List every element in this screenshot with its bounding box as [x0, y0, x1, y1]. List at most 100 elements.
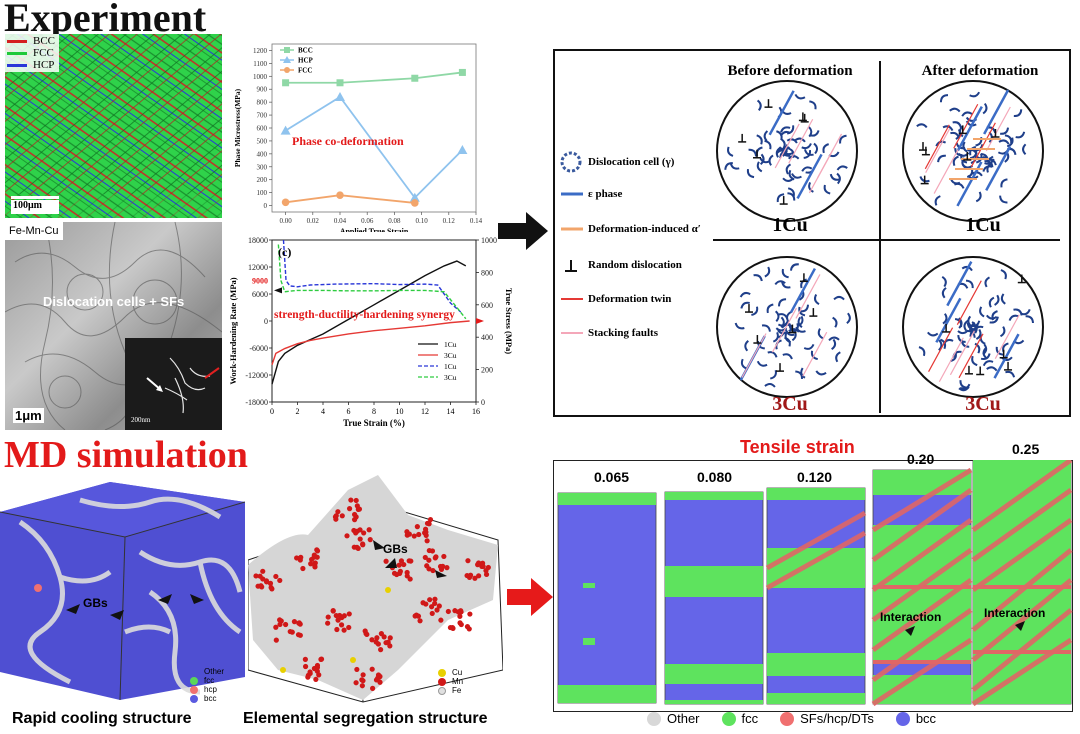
legend-epsilon-label: ε phase — [588, 188, 623, 200]
red-arrow-icon — [204, 367, 220, 379]
dislocation-arc — [1000, 269, 1007, 280]
legend-twin-label: Deformation twin — [588, 293, 672, 305]
dislocation-arc — [800, 304, 809, 313]
dislocation-arc — [766, 303, 774, 314]
fcc-band — [873, 675, 971, 704]
dislocation-arc — [998, 139, 1010, 145]
wh-ytick-label: 0 — [264, 317, 268, 326]
ms-legend-marker — [283, 56, 291, 63]
mn-atom — [404, 569, 410, 576]
ms-xtick-label: 0.14 — [470, 217, 483, 225]
tensile-snapshot-0 — [557, 492, 657, 704]
ms-ytick-label: 0 — [264, 202, 268, 210]
dislocation-arc — [767, 351, 778, 358]
bcc-dot — [190, 694, 198, 703]
fcc-nucleus — [583, 638, 595, 645]
dislocation-arc — [746, 168, 755, 179]
legend-twin: Deformation twin — [557, 282, 717, 316]
seg-legend-fe-label: Fe — [452, 686, 462, 695]
red-arrow-icon — [507, 578, 553, 616]
sf-band — [971, 548, 1073, 632]
mn-atom — [423, 532, 429, 538]
seg-legend-cu: Cu — [438, 668, 463, 677]
mn-atom — [359, 683, 365, 689]
dislocation-arc — [984, 160, 994, 168]
strain-label-1: 0.080 — [697, 469, 733, 485]
dislocation-arc — [756, 161, 763, 173]
ms-ytick-label: 200 — [257, 176, 268, 184]
wh-xtick-label: 6 — [347, 407, 351, 416]
rapid-legend-other: Other — [204, 667, 225, 676]
wh-xtick-label: 14 — [447, 407, 455, 416]
ms-point-hcp — [335, 91, 345, 101]
dislocation-arc — [756, 99, 762, 111]
wh-ytick-label: -18000 — [245, 398, 268, 407]
dislocation-arc — [740, 358, 747, 370]
dislocation-arc — [938, 339, 943, 351]
mn-atom — [360, 541, 366, 547]
cu-atom — [385, 587, 391, 593]
dislocation-arc — [916, 123, 928, 129]
mn-atom — [426, 566, 432, 572]
ms-legend-label: FCC — [298, 67, 312, 75]
perp-symbol-icon — [565, 260, 577, 272]
dislocation-arc — [776, 193, 785, 203]
fcc-band — [767, 488, 865, 500]
mn-atom — [475, 562, 481, 568]
mn-atom — [422, 554, 428, 561]
dislocation-arc — [833, 295, 845, 301]
mn-atom — [314, 548, 321, 554]
rapid-legend-bcc-label: bcc — [204, 694, 217, 703]
twin-line-icon — [561, 298, 583, 300]
sf-band — [871, 487, 973, 563]
phase-line — [788, 118, 814, 164]
ms-xtick-label: 0.12 — [443, 217, 456, 225]
dislocation-arc — [798, 306, 806, 317]
mn-atom — [457, 620, 463, 626]
horizontal-sf — [973, 650, 1071, 654]
dislocation-arc — [839, 134, 847, 144]
cu-dot — [438, 668, 446, 677]
seg-legend-mn: Mn — [438, 677, 463, 686]
mn-atom — [426, 547, 432, 554]
row-label-3cu-after: 3Cu — [965, 393, 1001, 415]
wh-ylabel: Work-Hardening Rate (MPa) — [228, 277, 238, 384]
wh-xtick-label: 8 — [372, 407, 376, 416]
dislocation-arc — [774, 310, 780, 322]
dislocation-arc — [764, 139, 772, 150]
dislocation-arc — [780, 316, 785, 328]
mn-atom — [312, 564, 318, 570]
dislocation-arc — [975, 328, 982, 340]
ms-ytick-label: 400 — [257, 150, 268, 158]
col-header-after: After deformation — [921, 63, 1039, 79]
ms-point-hcp — [409, 192, 420, 202]
dislocation-arc — [814, 294, 820, 305]
mn-atom — [401, 561, 407, 568]
legend-random-dislocation-label: Random dislocation — [588, 259, 682, 271]
dislocation-arc — [999, 195, 1008, 204]
ms-ytick-label: 900 — [257, 86, 268, 94]
dislocation-arc — [782, 353, 793, 360]
dislocation-arc — [982, 102, 988, 115]
wh-xtick-label: 16 — [472, 407, 480, 416]
mn-atom — [404, 529, 410, 535]
mn-atom — [432, 600, 438, 607]
phase-line — [994, 314, 1020, 359]
dislocation-arc — [965, 279, 974, 289]
mn-atom — [370, 685, 376, 691]
fcc-band — [767, 693, 865, 704]
wh-xtick-label: 2 — [296, 407, 300, 416]
mn-atom — [302, 663, 309, 670]
ms-xtick-label: 0.04 — [334, 217, 347, 225]
tensile-legend-sf: SFs/hcp/DTs — [800, 711, 874, 726]
interaction-arrow-icon — [1015, 621, 1025, 631]
dislocation-arc — [808, 181, 814, 193]
mn-atom — [361, 530, 367, 536]
dislocation-arc — [1013, 109, 1023, 118]
mn-atom — [397, 568, 403, 574]
ebsd-legend-bcc: BCC — [7, 35, 55, 47]
mn-atom — [375, 675, 381, 681]
dislocation-arc — [829, 173, 840, 181]
mn-atom — [476, 573, 482, 579]
mn-atom — [267, 580, 274, 586]
